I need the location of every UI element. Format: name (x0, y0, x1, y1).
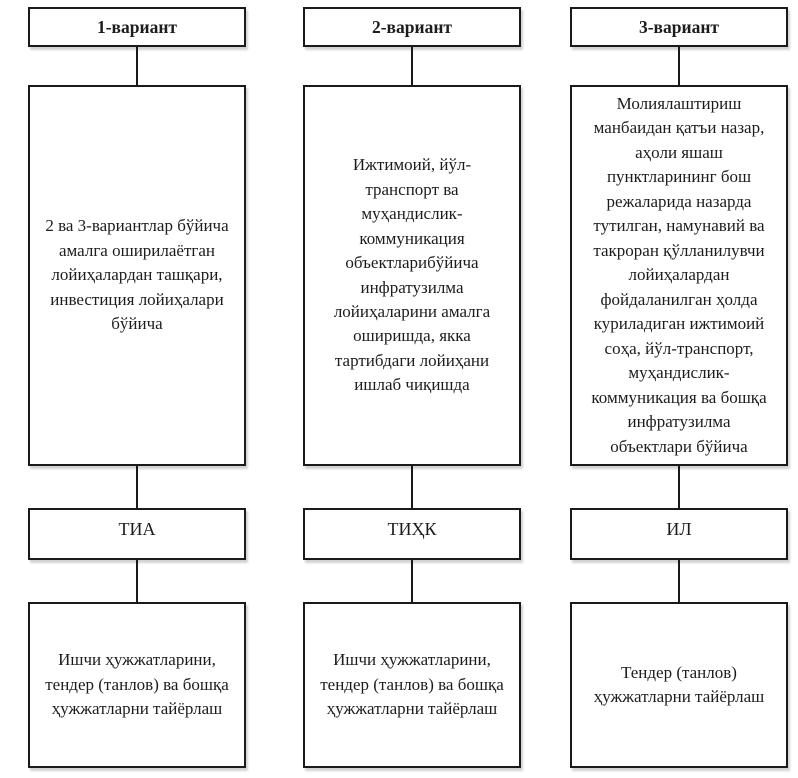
connector-line (411, 47, 413, 85)
variant-2-column: 2-вариант Ижтимоий, йўл- транспорт ва му… (303, 7, 521, 768)
variant-3-column: 3-вариант Молиялаштириш манбаидан қатъи … (570, 7, 788, 768)
variant-1-footer: Ишчи ҳужжатларини, тендер (танлов) ва бо… (45, 650, 229, 719)
variant-2-header: 2-вариант (303, 7, 521, 47)
variant-2-description-box: Ижтимоий, йўл- транспорт ва муҳандислик-… (303, 85, 521, 466)
connector-line (678, 466, 680, 508)
variant-3-header: 3-вариант (570, 7, 788, 47)
variant-2-description: Ижтимоий, йўл- транспорт ва муҳандислик-… (333, 155, 491, 395)
variant-1-column: 1-вариант 2 ва 3-вариантлар бўйича амалг… (28, 7, 246, 768)
variant-3-description: Молиялаштириш манбаидан қатъи назар, аҳо… (591, 93, 767, 456)
variant-2-code-box: ТИҲК (303, 508, 521, 560)
connector-line (136, 560, 138, 602)
variant-3-footer-box: Тендер (танлов) ҳужжатларни тайёрлаш (570, 602, 788, 768)
variant-3-description-box: Молиялаштириш манбаидан қатъи назар, аҳо… (570, 85, 788, 466)
variant-1-description: 2 ва 3-вариантлар бўйича амалга оширилаё… (45, 216, 229, 334)
connector-line (136, 466, 138, 508)
connector-line (411, 560, 413, 602)
variant-1-footer-box: Ишчи ҳужжатларини, тендер (танлов) ва бо… (28, 602, 246, 768)
variant-1-code-box: ТИА (28, 508, 246, 560)
variant-1-header: 1-вариант (28, 7, 246, 47)
variant-3-footer: Тендер (танлов) ҳужжатларни тайёрлаш (593, 662, 765, 706)
variant-1-description-box: 2 ва 3-вариантлар бўйича амалга оширилаё… (28, 85, 246, 466)
connector-line (678, 560, 680, 602)
connector-line (136, 47, 138, 85)
connector-line (411, 466, 413, 508)
variant-3-code-box: ИЛ (570, 508, 788, 560)
connector-line (678, 47, 680, 85)
variant-2-footer: Ишчи ҳужжатларини, тендер (танлов) ва бо… (320, 650, 504, 719)
variant-2-footer-box: Ишчи ҳужжатларини, тендер (танлов) ва бо… (303, 602, 521, 768)
